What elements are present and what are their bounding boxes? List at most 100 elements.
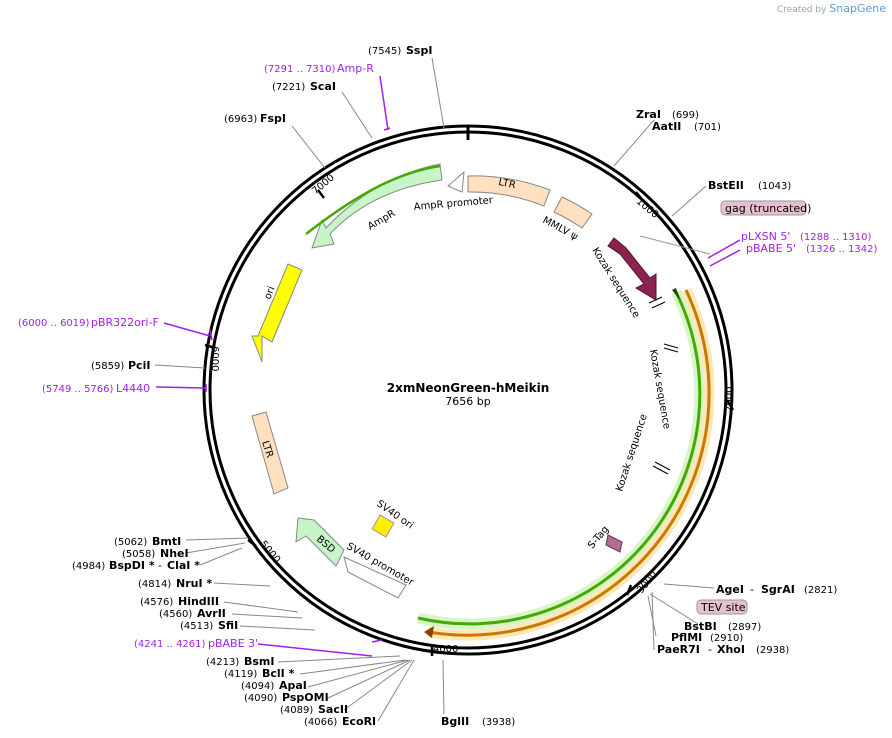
site-nhei-name: NheI — [160, 547, 189, 560]
kozak-label-3: Kozak sequence — [614, 413, 649, 493]
site-aatii-name: AatII — [652, 120, 681, 133]
site-pflmi-pos: (2910) — [710, 633, 743, 644]
site-bsteii-name: BstEII — [708, 179, 744, 192]
site-fspi-name: FspI — [260, 112, 286, 125]
site-sgrai-name: SgrAI — [761, 583, 795, 596]
snapgene-credit: Created by SnapGene — [777, 2, 886, 15]
primer-ampr-name: Amp-R — [337, 62, 374, 75]
primer-pbr322-name: pBR322ori-F — [91, 316, 159, 329]
sv40-ori-feature[interactable] — [371, 514, 395, 538]
orf-green — [417, 291, 702, 626]
ori-label: ori — [263, 285, 278, 301]
tev-box — [696, 599, 748, 615]
site-bcli-pos: (4119) — [224, 669, 257, 680]
site-bsmi-name: BsmI — [244, 655, 275, 668]
tick-7000 — [317, 189, 325, 199]
site-sacii-name: SacII — [318, 703, 348, 716]
site-sspi-name: SspI — [406, 44, 432, 57]
site-scai-pos: (7221) — [272, 82, 305, 93]
ltr-top-label: LTR — [497, 177, 516, 191]
site-bspdi-name: BspDI * — [109, 559, 155, 572]
site-scai-name: ScaI — [310, 80, 336, 93]
site-bsmi-pos: (4213) — [206, 657, 239, 668]
site-xhoi-name: XhoI — [717, 643, 745, 656]
site-nhei-pos: (5058) — [122, 549, 155, 560]
site-avrii-name: AvrII — [197, 607, 226, 620]
site-pspomi-name: PspOMI — [282, 691, 329, 704]
site-nrui-name: NruI * — [176, 577, 212, 590]
primer-pbabe3-range: (4241 .. 4261) — [134, 639, 206, 650]
site-pflmi-name: PflMI — [671, 631, 702, 644]
tick-label-1000: 1000 — [634, 196, 661, 221]
primer-plxsn-name: pLXSN 5' — [741, 230, 790, 243]
ampr-promoter-feature[interactable] — [447, 170, 465, 193]
site-ecori-pos: (4066) — [304, 717, 337, 728]
primer-ampr-range: (7291 .. 7310) — [264, 64, 336, 75]
site-sfii-name: SfiI — [218, 619, 238, 632]
site-paer7i-name: PaeR7I — [657, 643, 700, 656]
site-bcli-name: BclI * — [262, 667, 295, 680]
site-agei-pos: (2821) — [804, 585, 837, 596]
site-pcii-name: PciI — [128, 359, 150, 372]
site-bmti-pos: (5062) — [114, 537, 147, 548]
site-hindiii-pos: (4576) — [140, 597, 173, 608]
tick-label-6000: 6000 — [209, 346, 220, 371]
primer-pbr322-range: (6000 .. 6019) — [18, 318, 90, 329]
site-sspi-pos: (7545) — [368, 46, 401, 57]
primer-l4440-name: L4440 — [116, 382, 150, 395]
tick-3000 — [625, 584, 633, 596]
site-zrai-pos: (699) — [672, 110, 699, 121]
site-bmti-name: BmtI — [152, 535, 181, 548]
site-clai-name: ClaI * — [167, 559, 200, 572]
gag-label: gag (truncated) — [725, 202, 811, 215]
bsd-feature[interactable] — [295, 517, 345, 567]
site-ecori-name: EcoRI — [342, 715, 376, 728]
ori-feature[interactable] — [251, 263, 303, 363]
primer-pbabe5-range: (1326 .. 1342) — [806, 244, 878, 255]
plasmid-name: 2xmNeonGreen-hMeikin — [386, 381, 550, 395]
orf-orange — [427, 289, 711, 637]
ltr-left-label: LTR — [259, 440, 275, 460]
primer-pbabe5-name: pBABE 5' — [746, 242, 796, 255]
tick-1000 — [635, 191, 645, 203]
plasmid-size: 7656 bp — [445, 395, 491, 408]
site-avrii-pos: (4560) — [159, 609, 192, 620]
site-apai-name: ApaI — [279, 679, 307, 692]
tev-label: TEV site — [700, 601, 746, 614]
svg-text:-: - — [750, 583, 754, 596]
ampr-label: AmpR — [366, 208, 397, 232]
site-nrui-pos: (4814) — [138, 579, 171, 590]
sv40-promoter-feature[interactable] — [343, 556, 407, 599]
gag-box — [720, 200, 807, 216]
site-bspdi-pos: (4984) — [72, 561, 105, 572]
svg-text:-: - — [158, 559, 162, 572]
site-paer7i-pos: (2938) — [756, 645, 789, 656]
s-tag-feature[interactable] — [605, 534, 623, 553]
site-bstbi-pos: (2897) — [728, 622, 761, 633]
credit-prefix: Created by — [776, 5, 827, 15]
snapgene-logo: SnapGene — [829, 2, 886, 15]
ltr-top-feature[interactable] — [467, 175, 551, 207]
ampr-orf — [305, 164, 441, 235]
tick-5000 — [247, 539, 257, 547]
site-pspomi-pos: (4090) — [244, 693, 277, 704]
tick-2000 — [725, 399, 735, 411]
orf-orange-halo — [427, 287, 715, 641]
kozak-arrow-feature[interactable] — [607, 237, 657, 301]
svg-text:-: - — [708, 643, 712, 656]
site-bglii-pos: (3938) — [482, 717, 515, 728]
site-aatii-pos: (701) — [694, 122, 721, 133]
primer-plxsn-range: (1288 .. 1310) — [800, 232, 872, 243]
site-hindiii-name: HindIII — [178, 595, 219, 608]
site-sacii-pos: (4089) — [280, 705, 313, 716]
site-sfii-pos: (4513) — [180, 621, 213, 632]
site-fspi-pos: (6963) — [224, 114, 257, 125]
ltr-left-feature[interactable] — [251, 411, 289, 495]
ampr-promoter-label: AmpR promoter — [413, 195, 494, 213]
primer-pbabe3-name: pBABE 3' — [208, 637, 258, 650]
site-apai-pos: (4094) — [241, 681, 274, 692]
site-bglii-name: BglII — [441, 715, 469, 728]
mmlv-psi-feature[interactable] — [553, 196, 593, 229]
site-agei-name: AgeI — [716, 583, 744, 596]
